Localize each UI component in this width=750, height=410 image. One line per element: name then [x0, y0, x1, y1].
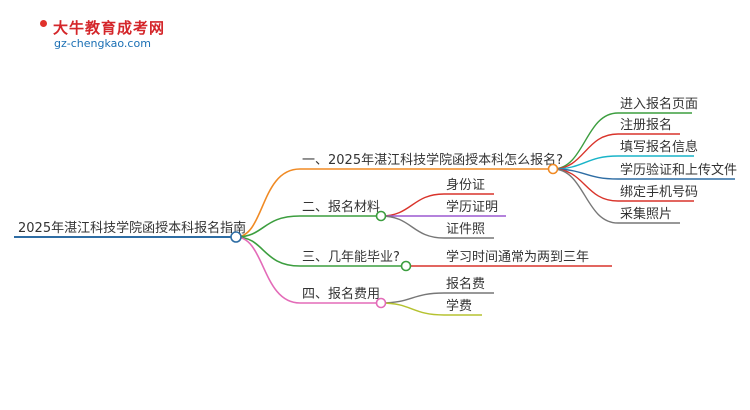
b2-child-2: 学历证明	[446, 199, 498, 215]
edge-b1-c6	[552, 168, 680, 224]
branch2-label: 二、报名材料	[302, 199, 380, 215]
logo-title: 大牛教育成考网	[53, 19, 166, 37]
branch3-node-dot[interactable]	[400, 260, 412, 272]
edge-b2-c3	[380, 215, 494, 239]
mindmap-nodes	[230, 163, 559, 309]
edge-b1-c3	[552, 155, 694, 170]
edge-root-branch1	[235, 168, 301, 238]
b1-child-1: 进入报名页面	[620, 96, 698, 112]
edge-b1-c4	[552, 168, 735, 180]
root-label: 2025年湛江科技学院函授本科报名指南	[18, 220, 246, 236]
edge-b4-c1	[380, 292, 494, 304]
edge-root-branch4	[235, 236, 301, 304]
b1-child-2: 注册报名	[620, 117, 672, 133]
branch2-node-dot[interactable]	[375, 210, 387, 222]
mindmap-labels: 2025年湛江科技学院函授本科报名指南 一、2025年湛江科技学院函授本科怎么报…	[18, 96, 737, 314]
b4-child-1: 报名费	[446, 276, 485, 292]
site-logo[interactable]: 大牛教育成考网 gz-chengkao.com	[18, 16, 168, 56]
edge-b1-c1	[552, 112, 692, 170]
logo-icon	[18, 16, 48, 48]
b2-child-1: 身份证	[446, 177, 485, 193]
mindmap-edges	[14, 112, 735, 316]
edge-b1-c2	[552, 133, 680, 170]
branch1-label: 一、2025年湛江科技学院函授本科怎么报名?	[302, 152, 563, 168]
b1-child-5: 绑定手机号码	[620, 185, 698, 200]
b1-child-6: 采集照片	[620, 206, 672, 222]
branch4-node-dot[interactable]	[375, 297, 387, 309]
root-node-dot[interactable]	[230, 231, 242, 243]
logo-dot	[40, 20, 47, 27]
edge-b2-c1	[380, 193, 494, 217]
b3-child-1: 学习时间通常为两到三年	[446, 249, 589, 265]
edge-root-branch2	[235, 215, 301, 238]
b1-child-4: 学历验证和上传文件	[620, 162, 737, 178]
edge-b4-c2	[380, 302, 482, 316]
branch4-label: 四、报名费用	[302, 286, 380, 302]
branch1-node-dot[interactable]	[547, 163, 559, 175]
logo-url: gz-chengkao.com	[54, 37, 151, 50]
b4-child-2: 学费	[446, 298, 472, 314]
b1-child-3: 填写报名信息	[620, 139, 698, 155]
b2-child-3: 证件照	[446, 222, 485, 237]
branch3-label: 三、几年能毕业?	[302, 250, 400, 265]
edge-root-branch3	[235, 236, 301, 267]
